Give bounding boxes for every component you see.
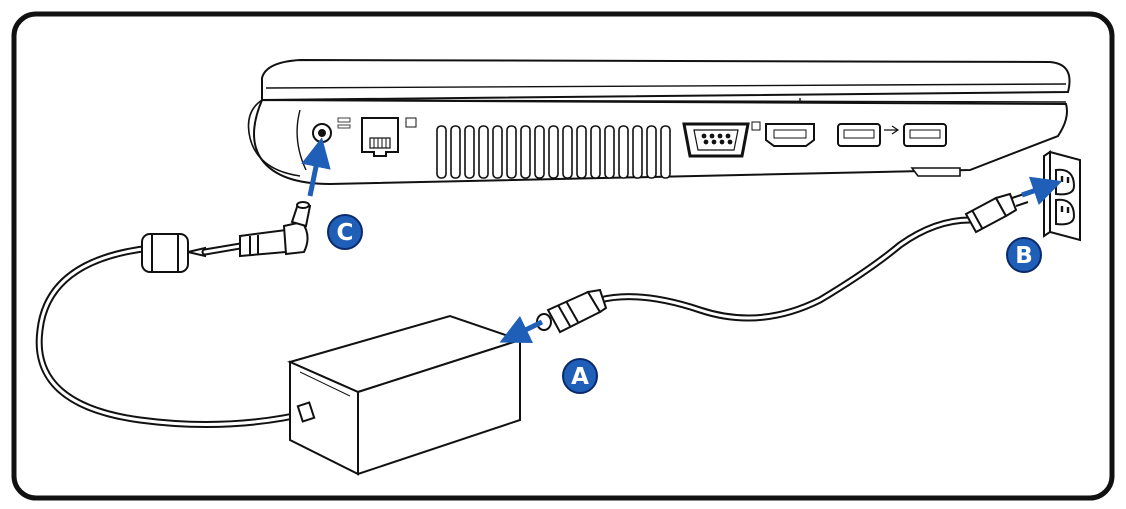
laptop-side-view: [247, 58, 1071, 186]
callout-a-label: A: [571, 364, 589, 390]
wall-outlet: [1043, 150, 1081, 242]
callout-b-label: B: [1015, 243, 1033, 269]
callout-a: A: [562, 358, 598, 394]
callout-c-label: C: [337, 220, 354, 246]
ferrite-choke: [141, 233, 206, 273]
ac-wall-plug: [964, 192, 1029, 234]
dc-power-plug: [239, 201, 312, 258]
callout-c: C: [327, 214, 363, 250]
ac-power-adapter: [287, 314, 524, 476]
callout-c-badge: [327, 214, 363, 250]
callout-b: B: [1006, 237, 1042, 273]
callout-a-badge: [562, 358, 598, 394]
insertion-arrow-a: [499, 315, 544, 343]
insertion-arrow-c: [301, 137, 331, 197]
insertion-arrow-b: [1021, 176, 1063, 206]
callout-b-badge: [1006, 237, 1042, 273]
ac-adapter-plug: [536, 288, 608, 334]
